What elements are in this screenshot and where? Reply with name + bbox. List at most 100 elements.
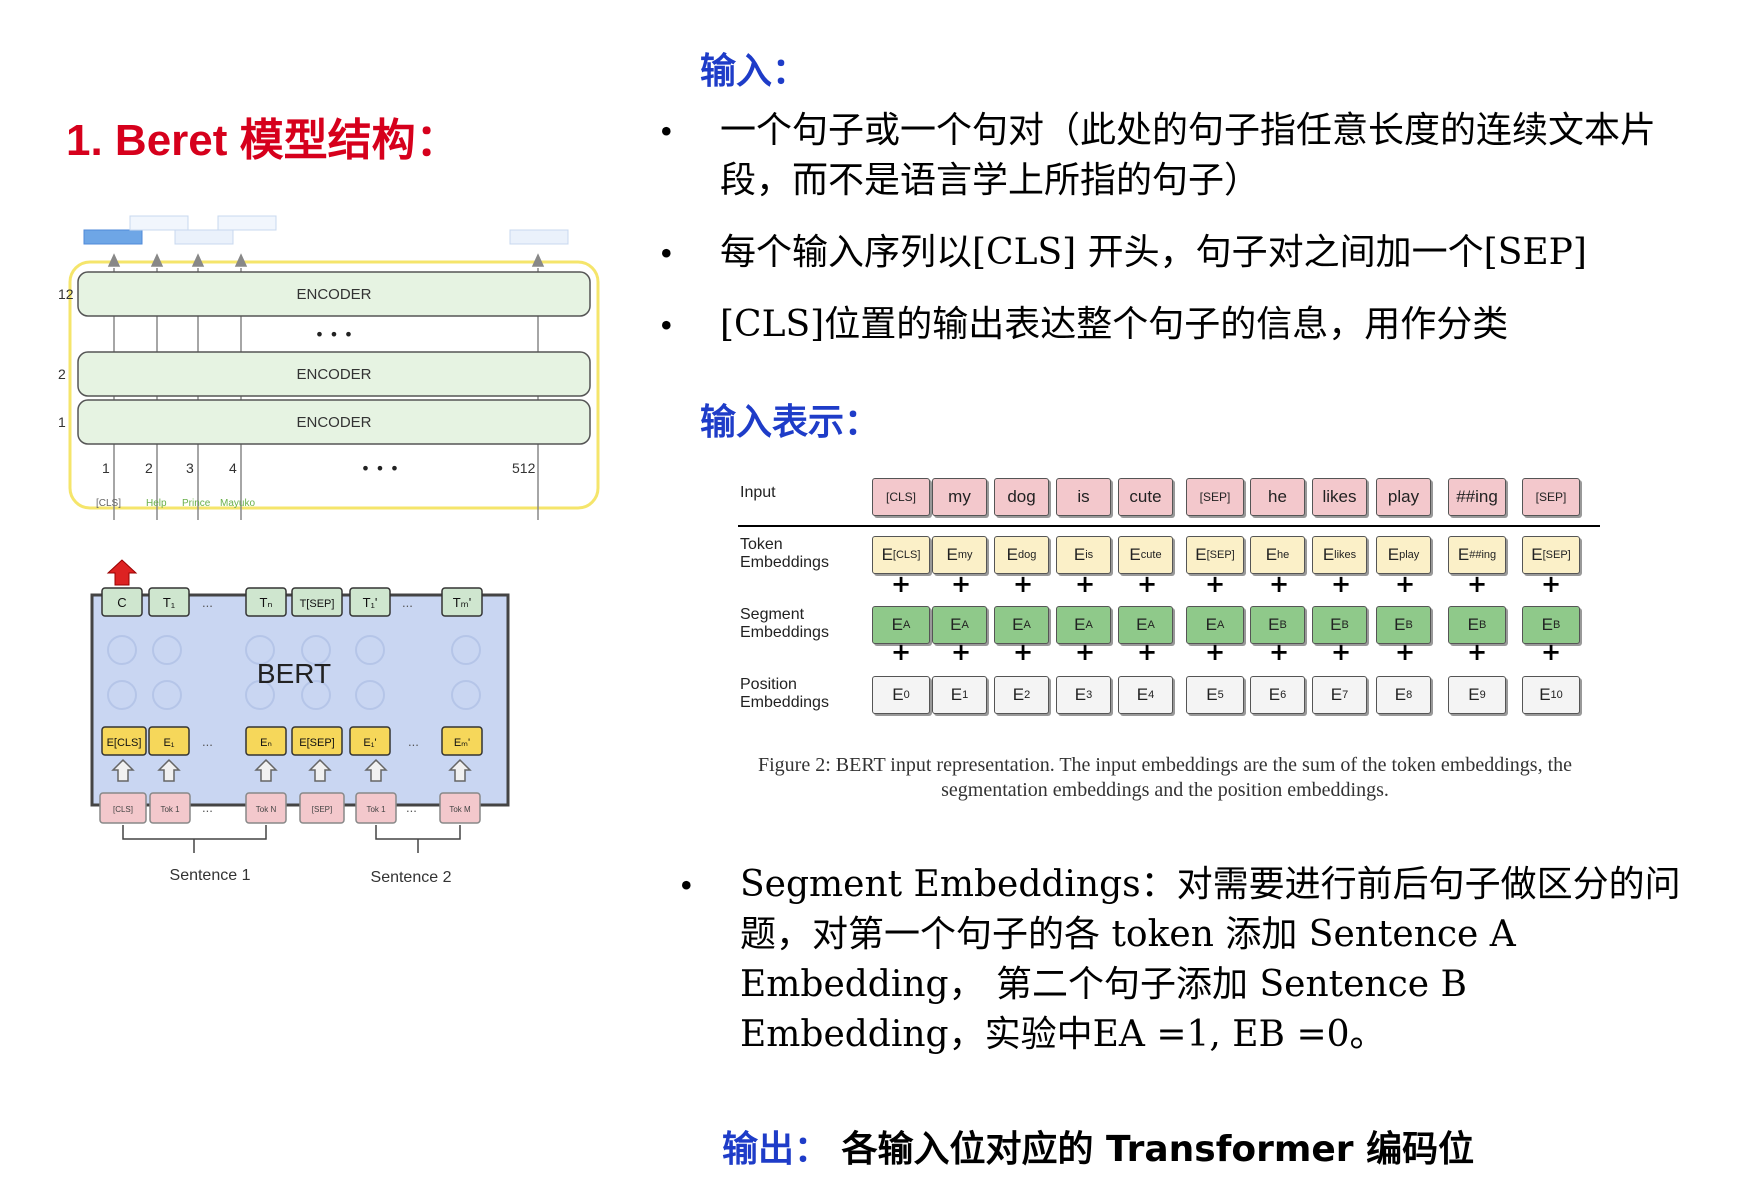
layer-number: 1 xyxy=(58,414,66,430)
position-number: 1 xyxy=(102,460,110,476)
output-token: T[SEP] xyxy=(300,598,335,610)
output-label: 输出： xyxy=(722,1129,831,1170)
input-bullets: 一个句子或一个句对（此处的句子指任意长度的连续文本片段，而不是语言学上所指的句子… xyxy=(660,106,1680,350)
ellipsis: ... xyxy=(202,800,213,815)
token-label: Prince xyxy=(182,498,211,509)
embed-token: Eₙ xyxy=(260,737,272,749)
embed-token: E₁ xyxy=(163,737,174,749)
segment-bullet-list: Segment Embeddings：对需要进行前后句子做区分的问题，对第一个句… xyxy=(680,860,1720,1060)
input-token-box: dog xyxy=(994,478,1049,516)
output-token: C xyxy=(117,595,126,610)
plus-sign: + xyxy=(1331,638,1352,666)
token-embedding-box: E[SEP] xyxy=(1522,536,1580,574)
position-number: 2 xyxy=(145,460,153,476)
output-cells xyxy=(83,215,569,245)
output-token: Tₙ xyxy=(259,595,272,610)
plus-sign: + xyxy=(1269,638,1290,666)
input-token: [SEP] xyxy=(312,805,332,814)
bullet-cls-sep: 每个输入序列以[CLS] 开头，句子对之间加一个[SEP] xyxy=(660,228,1680,278)
figure-caption: Figure 2: BERT input representation. The… xyxy=(757,754,1572,801)
input-token-box: likes xyxy=(1312,478,1367,516)
output-token: T₁ xyxy=(163,595,176,610)
plus-sign: + xyxy=(891,570,912,598)
bullet-segment-embeddings: Segment Embeddings：对需要进行前后句子做区分的问题，对第一个句… xyxy=(680,860,1720,1060)
sentence-1-label: Sentence 1 xyxy=(170,867,251,884)
page-title: 1. Beret 模型结构： xyxy=(66,116,460,165)
plus-sign: + xyxy=(1013,638,1034,666)
plus-sign: + xyxy=(1075,638,1096,666)
input-token-box: ##ing xyxy=(1448,478,1506,516)
token-label: Mayuko xyxy=(220,498,255,509)
embed-token: E[SEP] xyxy=(299,737,334,749)
plus-sign: + xyxy=(1205,570,1226,598)
input-token-box: my xyxy=(932,478,987,516)
plus-sign: + xyxy=(1137,570,1158,598)
input-token: Tok 1 xyxy=(366,805,386,814)
input-token-box: [SEP] xyxy=(1522,478,1580,516)
plus-sign: + xyxy=(1467,638,1488,666)
output-tokens xyxy=(101,587,483,617)
output-token: Tₘ' xyxy=(453,595,472,610)
plus-sign: + xyxy=(1331,570,1352,598)
embed-token: E[CLS] xyxy=(107,737,142,749)
embed-token: E₁' xyxy=(363,737,376,749)
layer-dots: • • • xyxy=(315,325,353,344)
encoder-label: ENCODER xyxy=(296,286,371,303)
input-token: Tok M xyxy=(449,805,471,814)
output-token: T₁' xyxy=(363,595,378,610)
ellipsis: ... xyxy=(202,595,213,610)
plus-sign: + xyxy=(1541,570,1562,598)
output-line: 输出： 各输入位对应的 Transformer 编码位 xyxy=(722,1120,1474,1172)
ellipsis: ... xyxy=(202,734,213,749)
input-token: Tok N xyxy=(256,805,277,814)
layer-number: 2 xyxy=(58,366,66,382)
position-number: 512 xyxy=(512,460,536,476)
position-number: 3 xyxy=(186,460,194,476)
ellipsis: ... xyxy=(406,800,417,815)
bullet-input-definition: 一个句子或一个句对（此处的句子指任意长度的连续文本片段，而不是语言学上所指的句子… xyxy=(660,106,1670,206)
input-token-box: [CLS] xyxy=(872,478,930,516)
input-token-boxes xyxy=(99,792,481,824)
plus-sign: + xyxy=(1395,570,1416,598)
up-arrow-icon xyxy=(106,559,138,586)
encoder-layer-12 xyxy=(77,271,591,317)
encoder-stack-figure: ENCODER ENCODER ENCODER • • • 12 2 1 1 2… xyxy=(58,215,600,520)
plus-sign: + xyxy=(1075,570,1096,598)
encoder-label: ENCODER xyxy=(296,414,371,431)
layer-number: 12 xyxy=(58,286,74,302)
input-arrows xyxy=(111,758,472,782)
bullet-cls-output: [CLS]位置的输出表达整个句子的信息，用作分类 xyxy=(660,300,1680,350)
plus-sign: + xyxy=(951,570,972,598)
input-token-box: he xyxy=(1250,478,1305,516)
input-token-box: cute xyxy=(1118,478,1173,516)
encoder-frame xyxy=(68,260,600,510)
embedding-boxes xyxy=(101,726,483,756)
row-label-input: Input xyxy=(740,484,776,501)
input-token-box: [SEP] xyxy=(1186,478,1244,516)
input-token: Tok 1 xyxy=(160,805,180,814)
token-embedding-box: E##ing xyxy=(1448,536,1506,574)
plus-sign: + xyxy=(951,638,972,666)
sentence-2-label: Sentence 2 xyxy=(371,869,452,886)
